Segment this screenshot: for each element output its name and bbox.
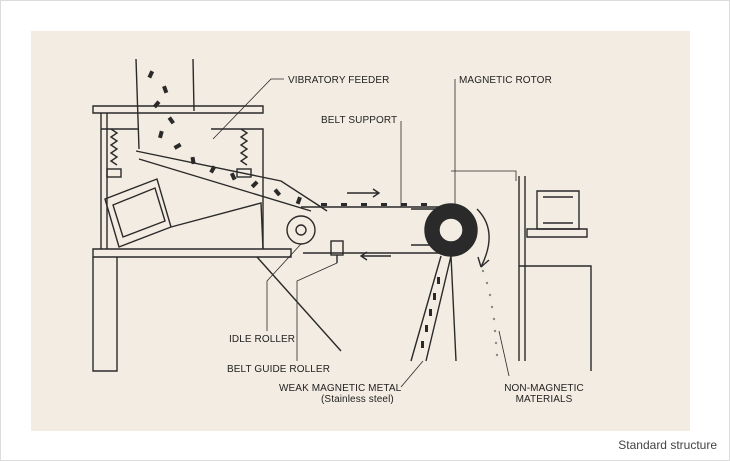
drive-motor	[536, 190, 580, 230]
separator-diagram	[92, 58, 592, 388]
return-direction-arrow	[359, 251, 391, 261]
frame-right-post	[518, 176, 526, 361]
label-magnetic-rotor: MAGNETIC ROTOR	[459, 75, 552, 86]
vibrator-motor	[104, 178, 172, 248]
label-belt-guide-roller: BELT GUIDE ROLLER	[227, 364, 331, 375]
frame-left-leg	[92, 257, 118, 372]
vibratory-tray	[135, 150, 328, 212]
feeder-box	[101, 128, 264, 249]
diagram-panel: VIBRATORY FEEDER MAGNETIC ROTOR BELT SUP…	[31, 31, 690, 431]
figure-caption: Standard structure	[618, 438, 717, 452]
splitter-right	[450, 255, 457, 362]
rotation-arrow	[476, 208, 490, 268]
spring-cap-right	[236, 168, 252, 178]
leader-non-magnetic	[498, 330, 510, 377]
spring-cap-left	[106, 168, 122, 178]
hopper-chute	[135, 58, 195, 150]
spring-right	[239, 128, 249, 166]
belt-direction-arrow	[347, 188, 381, 198]
frame-left-post	[100, 113, 108, 249]
label-belt-support: BELT SUPPORT	[321, 115, 398, 126]
frame-middle-leg	[256, 256, 342, 352]
spring-left	[109, 128, 119, 166]
magnetic-rotor-core	[438, 217, 464, 243]
leader-vibratory-feeder	[212, 78, 284, 140]
non-magnetic-stream	[481, 269, 499, 357]
label-vibratory-feeder: VIBRATORY FEEDER	[288, 75, 390, 86]
idle-roller	[286, 215, 316, 245]
label-non-magnetic-line2: MATERIALS	[515, 394, 573, 405]
label-weak-magnetic-metal: WEAK MAGNETIC METAL	[279, 383, 402, 394]
material-stream	[147, 70, 440, 348]
label-non-magnetic-line1: NON-MAGNETIC	[504, 383, 584, 394]
splitter-left	[410, 255, 452, 362]
label-non-magnetic: NON-MAGNETIC MATERIALS	[499, 383, 589, 405]
leader-weak-metal	[400, 360, 424, 388]
motor-link	[170, 202, 264, 250]
frame-right-base	[519, 265, 592, 371]
label-idle-roller: IDLE ROLLER	[229, 334, 296, 345]
frame-top-beam	[92, 105, 264, 114]
leader-right-frame	[451, 170, 517, 181]
leader-belt-guide-roller	[296, 262, 338, 361]
frame-base-beam	[92, 248, 292, 258]
drive-motor-base	[526, 228, 588, 238]
leader-idle-roller	[266, 243, 302, 331]
idle-roller-hub	[295, 224, 307, 236]
label-weak-magnetic-metal-sub: (Stainless steel)	[321, 394, 394, 405]
